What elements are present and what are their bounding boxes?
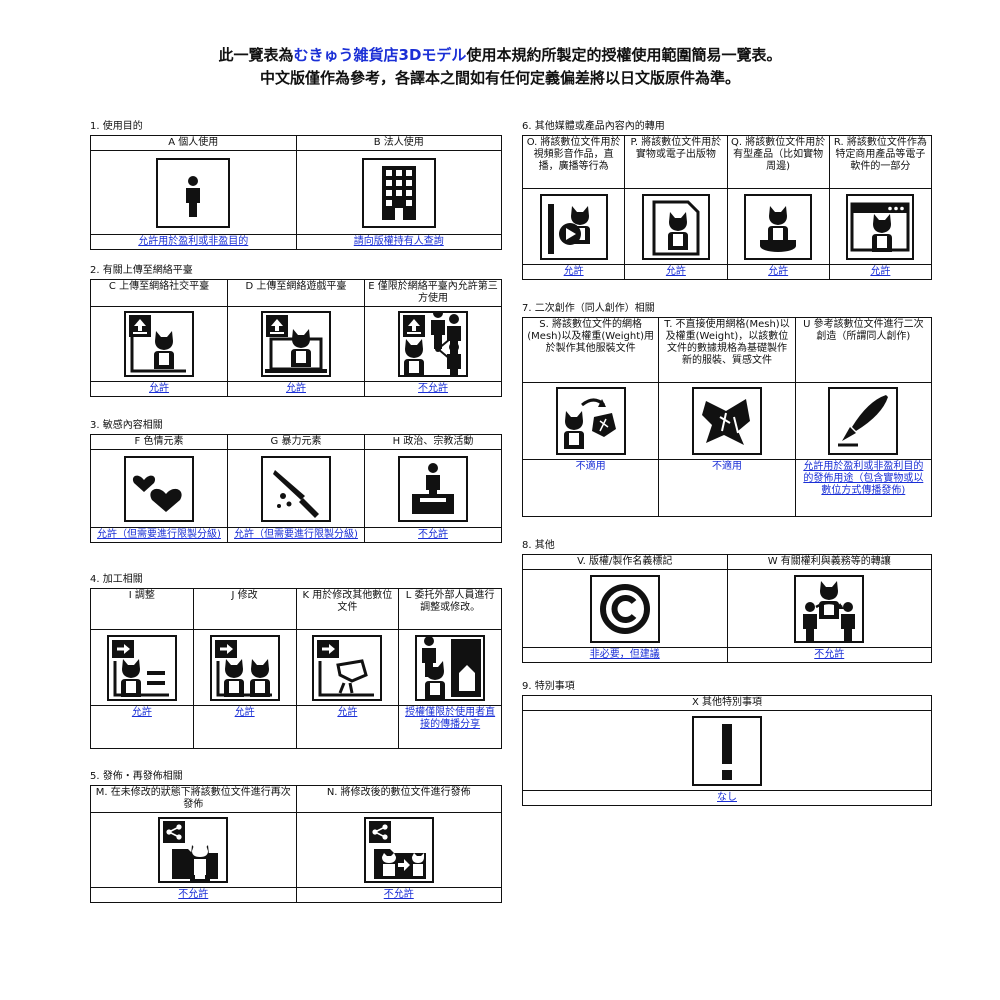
value-mesh-reuse: 不適用 xyxy=(521,459,660,517)
value-politics: 不允許 xyxy=(364,527,502,543)
section-heading: 2. 有關上傳至網絡平臺 xyxy=(90,265,193,276)
section-special: 9. 特別事項 X 其他特別事項 なし xyxy=(522,680,932,806)
value-other-files: 允許 xyxy=(295,705,400,749)
value-game-upload: 允許 xyxy=(227,381,365,397)
header-personal-use: A 個人使用 xyxy=(90,135,297,151)
value-social-upload: 允許 xyxy=(90,381,228,397)
header-third-party: E 僅限於網絡平臺內允許第三方使用 xyxy=(364,279,502,307)
hearts-icon xyxy=(124,455,194,522)
header-new-clothing: T. 不直接使用網格(Mesh)以及權重(Weight)，以該數位文件的數據規格… xyxy=(658,317,796,383)
outsource-icon xyxy=(415,634,486,701)
value-software: 允許 xyxy=(828,264,933,280)
value-outsource: 授權僅限於使用者直接的傳播分享 xyxy=(398,705,502,749)
value-credit: 非必要，但建議 xyxy=(522,647,728,663)
header-social-upload: C 上傳至網絡社交平臺 xyxy=(90,279,228,307)
header-credit: V. 版權/製作名義標記 xyxy=(522,554,728,570)
section-heading: 8. 其他 xyxy=(522,540,555,551)
value-corporate-use[interactable]: 請向版權持有人查詢 xyxy=(295,234,502,250)
title-suffix: 使用本規約所製定的授權使用範圍簡易一覽表。 xyxy=(466,46,782,64)
value-goods: 允許 xyxy=(726,264,830,280)
header-special: X 其他特別事項 xyxy=(522,695,932,711)
header-adjust: I 調整 xyxy=(90,588,194,630)
upload-game-icon xyxy=(261,311,331,377)
header-outsource: L 委托外部人員進行調整或修改。 xyxy=(398,588,502,630)
value-transfer: 不允許 xyxy=(726,647,932,663)
figure-icon xyxy=(744,193,813,260)
upload-social-icon xyxy=(124,311,194,377)
building-icon xyxy=(361,157,436,228)
warning-icon xyxy=(692,715,762,786)
value-redistribute: 不允許 xyxy=(90,887,297,903)
transfer-icon xyxy=(794,574,865,643)
value-violence: 允許（但需要進行限製分級) xyxy=(227,527,365,543)
value-personal-use: 允許用於盈利或非盈目的 xyxy=(90,234,297,250)
video-icon xyxy=(539,193,608,260)
title-prefix: 此一覽表為 xyxy=(218,46,294,64)
value-video: 允許 xyxy=(521,264,626,280)
section-heading: 9. 特別事項 xyxy=(522,681,575,692)
value-third-party: 不允許 xyxy=(364,381,502,397)
copyright-icon xyxy=(589,574,660,643)
pen-icon xyxy=(828,387,899,455)
header-redistribute: M. 在未修改的狀態下將該數位文件進行再次發佈 xyxy=(90,785,297,813)
header-transfer: W 有關權利與義務等的轉讓 xyxy=(726,554,932,570)
header-mesh-reuse: S. 將該數位文件的網格(Mesh)以及權重(Weight)用於製作其他服裝文件 xyxy=(521,317,660,383)
header-print: P. 將該數位文件用於實物或電子出版物 xyxy=(624,135,728,189)
section-heading: 1. 使用目的 xyxy=(90,121,143,132)
title-note: 中文版僅作為參考，各譯本之間如有任何定義偏差將以日文版原件為準。 xyxy=(259,69,740,87)
share-folder-icon xyxy=(158,817,229,883)
header-other-files: K 用於修改其他數位文件 xyxy=(295,588,400,630)
value-modify: 允許 xyxy=(192,705,297,749)
section-heading: 7. 二次創作（同人創作）相關 xyxy=(522,303,655,314)
header-distribute-modified: N. 將修改後的數位文件進行發佈 xyxy=(295,785,502,813)
header-goods: Q. 將該數位文件用於有型產品（比如實物周邊) xyxy=(726,135,830,189)
value-adjust: 允許 xyxy=(90,705,194,749)
section-heading: 6. 其他媒體或產品內容內的轉用 xyxy=(522,121,665,132)
section-heading: 3. 敏感內容相關 xyxy=(90,420,163,431)
header-game-upload: D 上傳至網絡遊戲平臺 xyxy=(227,279,365,307)
adjust-icon xyxy=(106,634,177,701)
combine-icon xyxy=(312,634,383,701)
section-other-media: 6. 其他媒體或產品內容內的轉用 O. 將該數位文件用於視頻影音作品，直播，廣播… xyxy=(521,120,933,280)
shop-name: むきゅう雑貨店3Dモデル xyxy=(293,46,467,64)
header-modify: J 修改 xyxy=(192,588,297,630)
knife-icon xyxy=(261,455,331,522)
section-derivative: 7. 二次創作（同人創作）相關 S. 將該數位文件的網格(Mesh)以及權重(W… xyxy=(521,302,933,517)
value-fan-creation: 允許用於盈利或非盈利目的的發佈用途（包含實物或以數位方式傳播發佈) xyxy=(794,459,933,517)
header-video: O. 將該數位文件用於視頻影音作品，直播，廣播等行為 xyxy=(521,135,626,189)
header-violence: G 暴力元素 xyxy=(227,434,365,450)
value-new-clothing: 不適用 xyxy=(658,459,796,517)
podium-icon xyxy=(398,455,468,522)
software-icon xyxy=(846,193,915,260)
value-distribute-modified: 不允許 xyxy=(295,887,502,903)
value-print: 允許 xyxy=(624,264,728,280)
cloth-icon xyxy=(691,387,762,455)
upload-share-icon xyxy=(398,311,468,377)
section-heading: 4. 加工相關 xyxy=(90,574,143,585)
mesh-reuse-icon xyxy=(555,387,626,455)
value-special: なし xyxy=(522,790,932,806)
header-fan-creation: U 參考該數位文件進行二次創造（所謂同人創作) xyxy=(794,317,933,383)
header-software: R. 將該數位文件作為特定商用產品等電子軟件的一部分 xyxy=(828,135,933,189)
modify-icon xyxy=(209,634,280,701)
section-heading: 5. 發佈・再發佈相關 xyxy=(90,771,183,782)
header-politics: H 政治、宗教活動 xyxy=(364,434,502,450)
print-icon xyxy=(641,193,710,260)
share-modified-icon xyxy=(363,817,434,883)
value-sexual: 允許（但需要進行限製分級) xyxy=(90,527,228,543)
page-title: 此一覽表為むきゅう雑貨店3Dモデル使用本規約所製定的授權使用範圍簡易一覽表。 中… xyxy=(0,44,1000,90)
header-sexual: F 色情元素 xyxy=(90,434,228,450)
person-icon xyxy=(156,157,231,228)
header-corporate-use: B 法人使用 xyxy=(295,135,502,151)
